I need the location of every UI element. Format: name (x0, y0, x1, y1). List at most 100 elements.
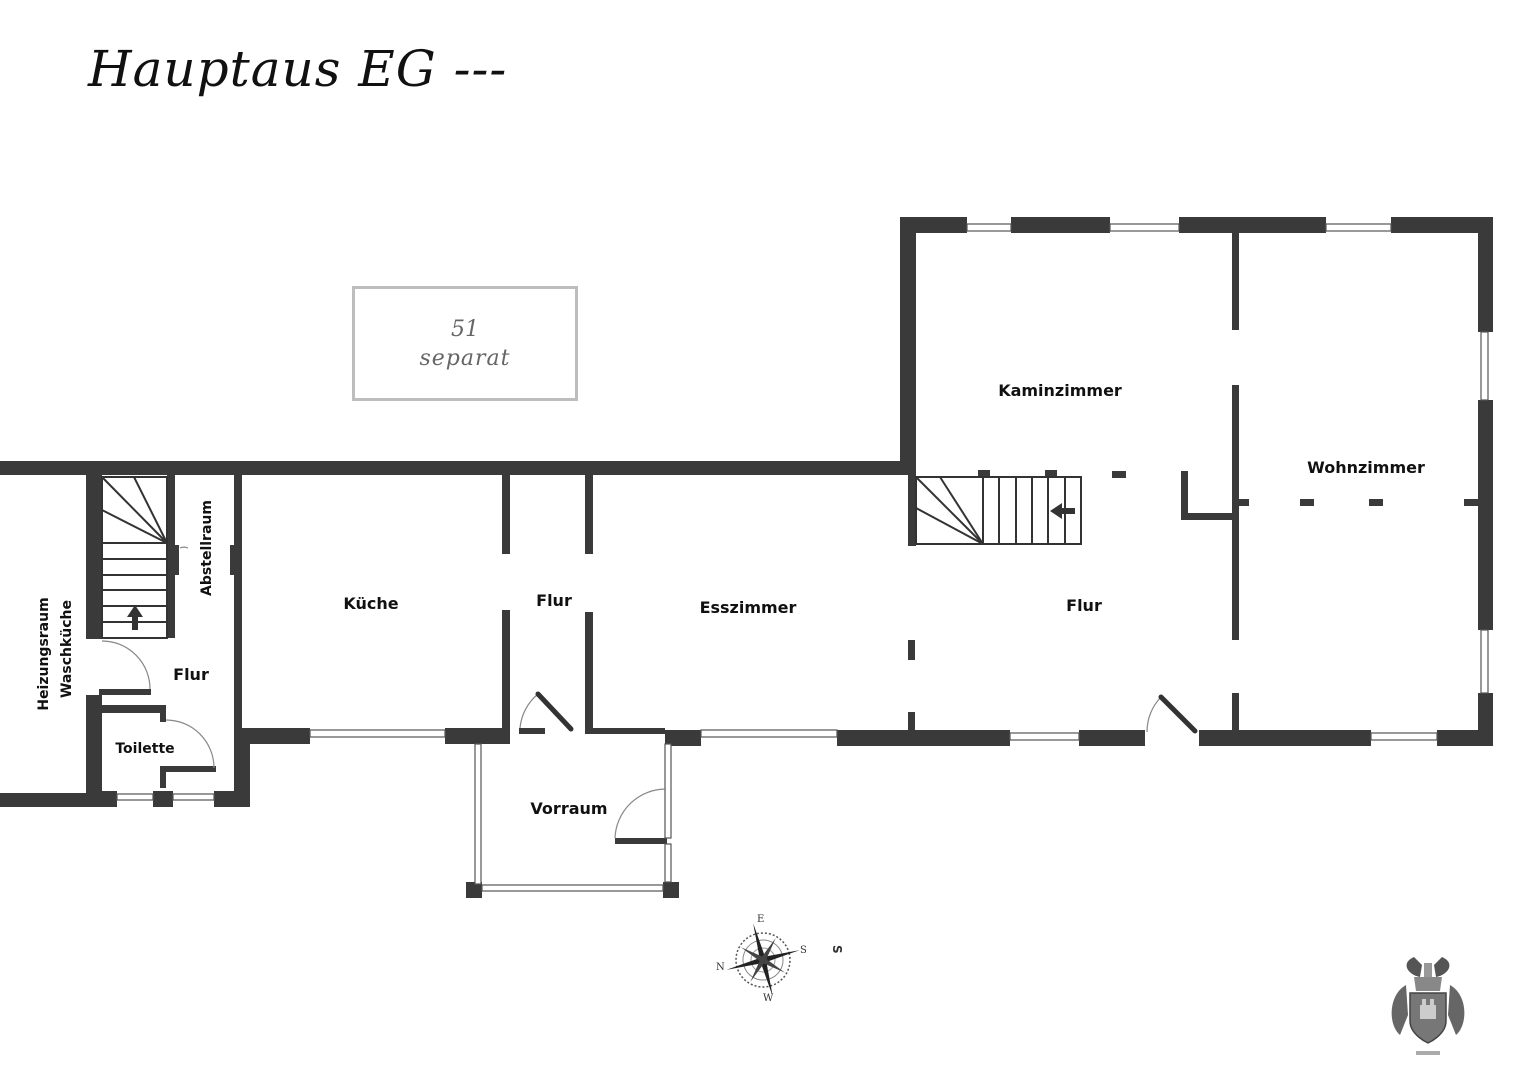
wall (1232, 385, 1239, 640)
compass-outer-s-label: S (830, 945, 844, 954)
wall (1112, 471, 1126, 478)
wall (1478, 400, 1493, 630)
room-label-vorraum: Vorraum (530, 799, 607, 818)
doors (101, 545, 1198, 839)
walls (0, 217, 1493, 898)
window (966, 223, 1012, 232)
wall (900, 217, 916, 475)
wall (615, 838, 667, 844)
wall (900, 217, 967, 233)
wall (214, 791, 250, 807)
door-leaf (535, 691, 574, 732)
separat-label: separat (419, 346, 511, 371)
wall (1045, 470, 1057, 477)
wall (585, 728, 665, 734)
wall (1464, 499, 1478, 506)
window (474, 743, 482, 885)
wall (1391, 217, 1493, 233)
window (1370, 732, 1438, 741)
compass-west-label: W (763, 993, 774, 1004)
wall (86, 695, 102, 806)
wall (160, 705, 166, 722)
window (481, 884, 664, 892)
wall (86, 461, 102, 639)
wall (160, 766, 166, 788)
room-label-esszimmer: Esszimmer (700, 598, 797, 617)
window (116, 793, 154, 801)
wall (1232, 693, 1239, 730)
wall (1079, 730, 1145, 746)
stair-left-arrow-icon (1050, 503, 1075, 519)
room-label-flur-left: Flur (173, 665, 209, 684)
door-leaf (1158, 694, 1198, 734)
wall (502, 475, 510, 554)
wall (519, 728, 545, 734)
wall (1300, 499, 1314, 506)
window (700, 729, 838, 738)
wall (167, 475, 175, 638)
room-label-flur-middle: Flur (536, 591, 572, 610)
wall (585, 475, 593, 554)
windows (116, 223, 1489, 892)
compass-rose-icon (726, 923, 800, 997)
window (172, 793, 215, 801)
wall (234, 610, 242, 744)
wall (234, 475, 242, 611)
compass-east-label: E (757, 914, 764, 925)
room-label-abstellraum: Abstellraum (199, 500, 215, 596)
room-label-kaminzimmer: Kaminzimmer (998, 381, 1122, 400)
window (309, 729, 446, 738)
wall (1239, 499, 1249, 506)
wall (585, 612, 593, 734)
wall (1478, 217, 1493, 332)
room-label-kueche: Küche (343, 594, 398, 613)
door-swing (179, 546, 189, 549)
wall (1181, 471, 1188, 519)
wall (153, 791, 173, 807)
wall (99, 689, 151, 695)
compass-north-label: N (716, 962, 725, 973)
wall (837, 730, 1010, 746)
wall (160, 766, 216, 772)
staircase-west (101, 476, 168, 639)
separat-number: 51 (451, 317, 479, 342)
room-label-flur-right: Flur (1066, 596, 1102, 615)
window (664, 843, 672, 883)
wall (234, 728, 250, 806)
door-swing (165, 719, 215, 769)
wall (908, 470, 916, 546)
wall-north-west-wing (0, 461, 915, 475)
room-label-toilette: Toilette (115, 741, 174, 757)
coat-of-arms-icon (1391, 957, 1465, 1055)
wall (502, 610, 510, 734)
wall (1199, 730, 1371, 746)
wall (978, 470, 990, 477)
wall (0, 793, 86, 807)
wall (663, 882, 679, 898)
plan-title: Hauptaus EG --- (88, 40, 508, 98)
window (1109, 223, 1180, 232)
wall (665, 730, 701, 746)
wall (1437, 730, 1493, 746)
window (1480, 629, 1489, 694)
wall (908, 640, 915, 660)
wall (1232, 233, 1239, 330)
room-label-heizungsraum: Heizungsraum (36, 597, 52, 710)
wall (1369, 499, 1383, 506)
window (1009, 732, 1080, 741)
door-swing (101, 640, 151, 690)
door-swing (519, 693, 539, 729)
room-label-waschkueche: Waschküche (59, 600, 75, 698)
separat-box: 51 separat (352, 286, 578, 401)
wall (445, 728, 510, 744)
room-label-wohnzimmer: Wohnzimmer (1307, 458, 1425, 477)
door-swing (614, 788, 667, 839)
wall (86, 791, 117, 807)
wall (466, 882, 482, 898)
wall (1181, 513, 1235, 520)
wall (1179, 217, 1326, 233)
window (1325, 223, 1392, 232)
wall (1011, 217, 1110, 233)
stair-up-arrow-icon (127, 605, 143, 630)
